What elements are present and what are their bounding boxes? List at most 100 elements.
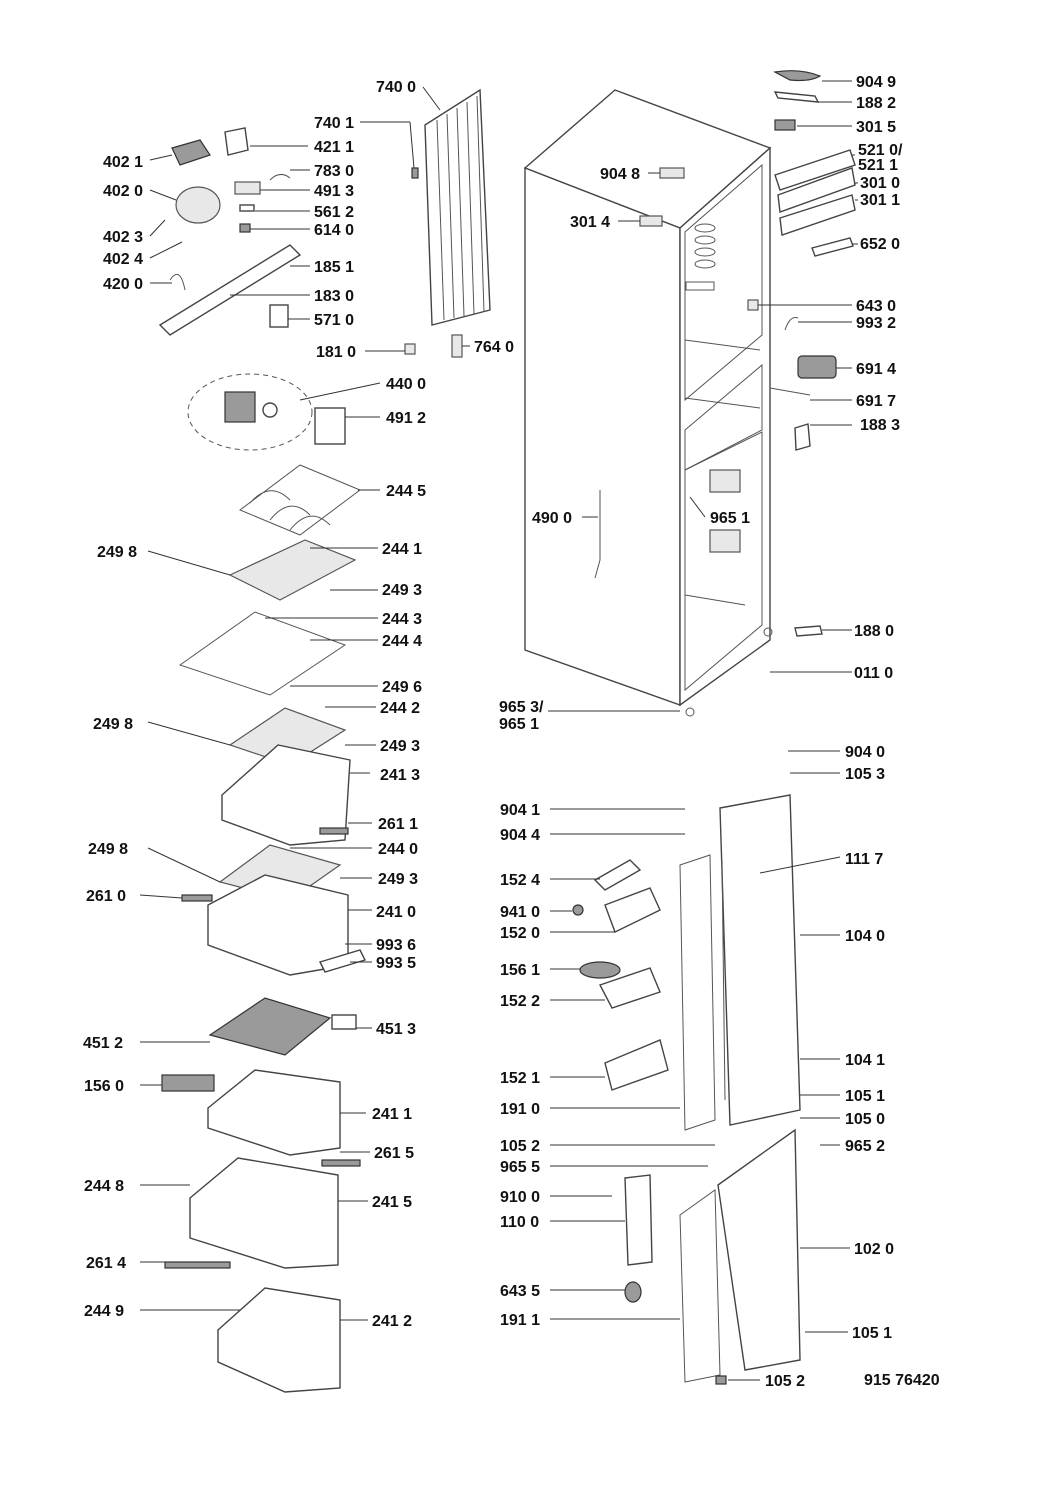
label-105-0: 105 0 bbox=[845, 1111, 885, 1128]
fridge-door-upper bbox=[572, 794, 801, 1131]
label-691-7: 691 7 bbox=[856, 393, 896, 410]
label-301-4: 301 4 bbox=[570, 214, 610, 231]
label-188-0: 188 0 bbox=[854, 623, 894, 640]
label-104-0: 104 0 bbox=[845, 928, 885, 945]
label-440-0: 440 0 bbox=[386, 376, 426, 393]
label-105-1-a: 105 1 bbox=[845, 1088, 885, 1105]
label-402-1: 402 1 bbox=[103, 154, 143, 171]
label-491-3: 491 3 bbox=[314, 183, 354, 200]
label-420-0: 420 0 bbox=[103, 276, 143, 293]
label-740-1: 740 1 bbox=[314, 115, 354, 132]
label-261-0: 261 0 bbox=[86, 888, 126, 905]
freezer-door-lower bbox=[624, 1128, 801, 1385]
label-249-8-a: 249 8 bbox=[97, 544, 137, 561]
label-244-9: 244 9 bbox=[84, 1303, 124, 1320]
label-910-0: 910 0 bbox=[500, 1189, 540, 1206]
label-188-3: 188 3 bbox=[860, 417, 900, 434]
document-id: 915 76420 bbox=[864, 1372, 940, 1389]
label-561-2: 561 2 bbox=[314, 204, 354, 221]
label-421-1: 421 1 bbox=[314, 139, 354, 156]
label-521-1: 521 1 bbox=[858, 157, 898, 174]
part-labels: 904 9 188 2 301 5 521 0/ 521 1 301 0 301… bbox=[83, 74, 940, 1390]
shelves-and-drawers bbox=[161, 464, 366, 1393]
label-904-8: 904 8 bbox=[600, 166, 640, 183]
label-301-5: 301 5 bbox=[856, 119, 896, 136]
label-152-0: 152 0 bbox=[500, 925, 540, 942]
label-241-5: 241 5 bbox=[372, 1194, 412, 1211]
label-904-4: 904 4 bbox=[500, 827, 540, 844]
fridge-cabinet bbox=[523, 89, 773, 717]
label-241-1: 241 1 bbox=[372, 1106, 412, 1123]
label-183-0: 183 0 bbox=[314, 288, 354, 305]
label-105-3: 105 3 bbox=[845, 766, 885, 783]
label-740-0: 740 0 bbox=[376, 79, 416, 96]
label-402-0: 402 0 bbox=[103, 183, 143, 200]
label-102-0: 102 0 bbox=[854, 1241, 894, 1258]
label-244-5: 244 5 bbox=[386, 483, 426, 500]
label-783-0: 783 0 bbox=[314, 163, 354, 180]
label-451-3: 451 3 bbox=[376, 1021, 416, 1038]
label-965-1-foot: 965 1 bbox=[499, 716, 539, 733]
label-993-6: 993 6 bbox=[376, 937, 416, 954]
label-152-2: 152 2 bbox=[500, 993, 540, 1010]
label-904-1: 904 1 bbox=[500, 802, 540, 819]
label-691-4: 691 4 bbox=[856, 361, 896, 378]
label-451-2: 451 2 bbox=[83, 1035, 123, 1052]
label-521-0: 521 0/ bbox=[858, 142, 903, 159]
label-643-5: 643 5 bbox=[500, 1283, 540, 1300]
label-965-2: 965 2 bbox=[845, 1138, 885, 1155]
label-105-2-b: 105 2 bbox=[765, 1373, 805, 1390]
label-191-1: 191 1 bbox=[500, 1312, 540, 1329]
label-941-0: 941 0 bbox=[500, 904, 540, 921]
label-904-9: 904 9 bbox=[856, 74, 896, 91]
label-249-3-a: 249 3 bbox=[382, 582, 422, 599]
label-244-8: 244 8 bbox=[84, 1178, 124, 1195]
label-185-1: 185 1 bbox=[314, 259, 354, 276]
label-181-0: 181 0 bbox=[316, 344, 356, 361]
label-241-2: 241 2 bbox=[372, 1313, 412, 1330]
label-652-0: 652 0 bbox=[860, 236, 900, 253]
label-249-8-c: 249 8 bbox=[88, 841, 128, 858]
label-261-1: 261 1 bbox=[378, 816, 418, 833]
label-261-4: 261 4 bbox=[86, 1255, 126, 1272]
label-614-0: 614 0 bbox=[314, 222, 354, 239]
leader-lines bbox=[139, 80, 858, 1381]
label-249-3-b: 249 3 bbox=[380, 738, 420, 755]
control-panel-parts bbox=[747, 70, 856, 637]
label-011-0: 011 0 bbox=[854, 665, 893, 682]
label-105-2-a: 105 2 bbox=[500, 1138, 540, 1155]
label-188-2: 188 2 bbox=[856, 95, 896, 112]
label-965-5: 965 5 bbox=[500, 1159, 540, 1176]
label-191-0: 191 0 bbox=[500, 1101, 540, 1118]
label-904-0: 904 0 bbox=[845, 744, 885, 761]
label-156-0: 156 0 bbox=[84, 1078, 124, 1095]
label-643-0: 643 0 bbox=[856, 298, 896, 315]
label-301-0: 301 0 bbox=[860, 175, 900, 192]
label-105-1-b: 105 1 bbox=[852, 1325, 892, 1342]
label-104-1: 104 1 bbox=[845, 1052, 885, 1069]
label-764-0: 764 0 bbox=[474, 339, 514, 356]
label-249-3-c: 249 3 bbox=[378, 871, 418, 888]
label-241-3: 241 3 bbox=[380, 767, 420, 784]
label-156-1: 156 1 bbox=[500, 962, 540, 979]
label-152-1: 152 1 bbox=[500, 1070, 540, 1087]
label-241-0: 241 0 bbox=[376, 904, 416, 921]
label-993-5: 993 5 bbox=[376, 955, 416, 972]
label-571-0: 571 0 bbox=[314, 312, 354, 329]
label-249-8-b: 249 8 bbox=[93, 716, 133, 733]
label-261-5: 261 5 bbox=[374, 1145, 414, 1162]
label-244-1: 244 1 bbox=[382, 541, 422, 558]
label-402-3: 402 3 bbox=[103, 229, 143, 246]
label-249-6: 249 6 bbox=[382, 679, 422, 696]
label-152-4: 152 4 bbox=[500, 872, 540, 889]
label-965-3: 965 3/ bbox=[499, 699, 544, 716]
label-244-2: 244 2 bbox=[380, 700, 420, 717]
label-993-2: 993 2 bbox=[856, 315, 896, 332]
label-244-4: 244 4 bbox=[382, 633, 422, 650]
condenser-and-compressor bbox=[158, 88, 491, 451]
label-490-0: 490 0 bbox=[532, 510, 572, 527]
label-301-1: 301 1 bbox=[860, 192, 900, 209]
label-965-1-cabinet: 965 1 bbox=[710, 510, 750, 527]
label-402-4: 402 4 bbox=[103, 251, 143, 268]
